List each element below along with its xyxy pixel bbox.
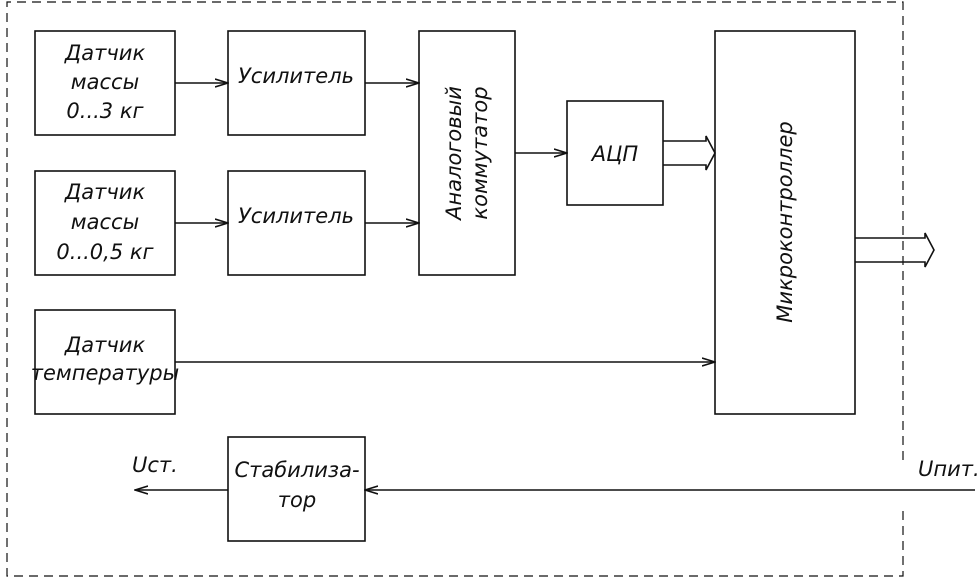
bus-arrow-mcu-out (855, 232, 935, 268)
sensor-temperature-block: Датчик температуры (31, 309, 179, 415)
sensor-mass-3kg-line1: Датчик (64, 41, 146, 65)
multiplexer-line2: коммутатор (468, 86, 492, 219)
label-u-out: Uст. (132, 453, 178, 477)
sensor-mass-3kg-block: Датчик массы 0...3 кг (34, 30, 176, 136)
adc-label: АЦП (590, 142, 639, 166)
multiplexer-line1: Аналоговый (442, 86, 466, 222)
sensor-mass-05kg-line2: массы (71, 210, 139, 234)
sensor-mass-05kg-line3: 0...0,5 кг (56, 240, 154, 264)
amplifier-2-block: Усилитель (227, 170, 366, 276)
sensor-mass-05kg-block: Датчик массы 0...0,5 кг (34, 170, 176, 276)
sensor-mass-3kg-line2: массы (71, 70, 139, 94)
stabilizer-block: Стабилиза- тор (227, 436, 366, 542)
amplifier-2-label: Усилитель (238, 204, 354, 228)
sensor-temperature-line1: Датчик (64, 333, 146, 357)
analog-multiplexer-block: Аналоговый коммутатор (418, 30, 516, 276)
stabilizer-line2: тор (278, 488, 316, 512)
device-boundary (6, 1, 904, 577)
label-u-supply: Uпит. (918, 457, 978, 481)
bus-arrow-adc-mcu (663, 135, 716, 171)
sensor-mass-3kg-line3: 0...3 кг (66, 99, 144, 123)
adc-block: АЦП (566, 100, 664, 206)
amplifier-1-label: Усилитель (238, 64, 354, 88)
amplifier-1-block: Усилитель (227, 30, 366, 136)
microcontroller-label: Микроконтроллер (773, 121, 797, 322)
stabilizer-line1: Стабилиза- (234, 458, 359, 482)
sensor-mass-05kg-line1: Датчик (64, 180, 146, 204)
microcontroller-block: Микроконтроллер (714, 30, 856, 415)
sensor-temperature-line2: температуры (31, 361, 179, 385)
